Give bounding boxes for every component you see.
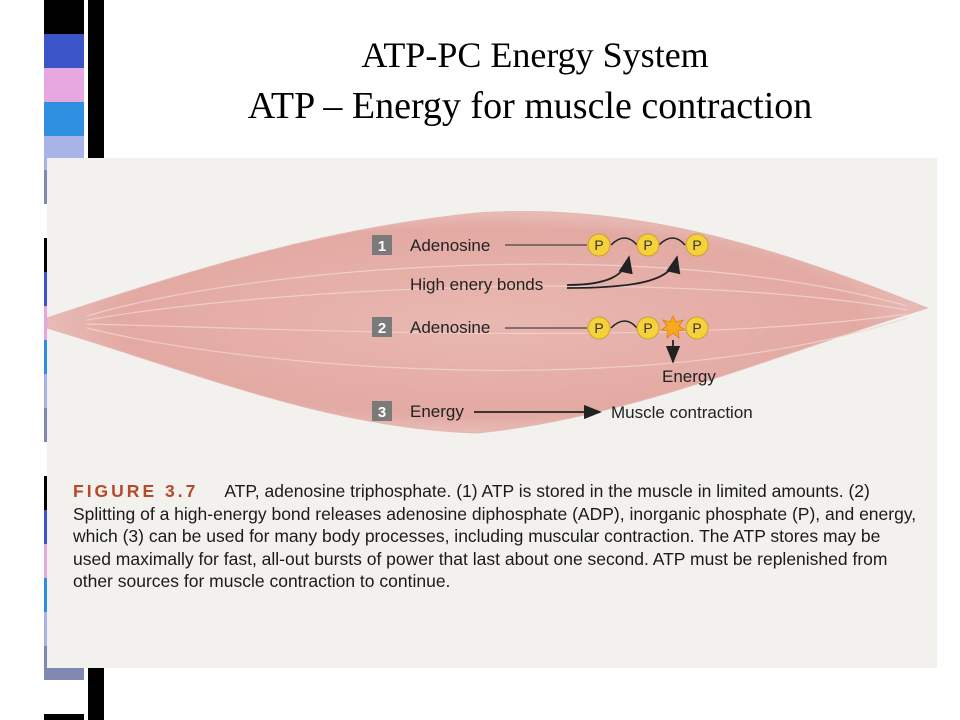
figure-caption-text: ATP, adenosine triphosphate. (1) ATP is … [73,481,917,591]
phosphate-2a-label: P [594,320,603,336]
bond-break-burst-icon [659,315,687,339]
bond-arrow-1 [566,255,633,286]
phosphate-1b [636,233,660,257]
step-2-number: 2 [378,320,386,337]
step-3-energy-label: Energy [410,402,464,421]
phosphate-1b-label: P [643,237,652,253]
phosphate-group-step-2: P P P [587,316,709,340]
slide-subtitle: ATP – Energy for muscle contraction [247,85,813,127]
phosphate-2c [685,316,709,340]
phosphate-2b-label: P [643,320,652,336]
atp-diagram: 1 Adenosine P P P High enery bonds 2 Ade… [47,210,929,434]
stripe-block [44,102,84,136]
step-2-adenosine-label: Adenosine [410,318,490,337]
stripe-block [44,0,84,34]
figure-number-label: FIGURE 3.7 [73,481,199,501]
step-3-number: 3 [378,404,386,421]
phosphate-1c [685,233,709,257]
muscle-fibers [86,263,908,371]
high-energy-bonds-label: High enery bonds [410,275,543,294]
phosphate-2c-label: P [692,320,701,336]
stripe-block [44,714,84,720]
stripe-block [44,680,84,714]
textbook-figure: 1 Adenosine P P P High enery bonds 2 Ade… [47,158,937,668]
step-1-number: 1 [378,238,386,255]
phosphate-2a [587,316,611,340]
step-2-box [372,317,392,337]
phosphate-1c-label: P [692,237,701,253]
phosphate-group-step-1: P P P [587,233,709,257]
slide-title: ATP-PC Energy System [361,35,709,75]
phosphate-1a-label: P [594,237,603,253]
phosphate-2b [636,316,660,340]
bond-arrow-2 [566,255,681,289]
muscle-contraction-label: Muscle contraction [611,403,753,422]
stripe-block [44,34,84,68]
energy-released-label: Energy [662,367,716,386]
muscle-shape [47,210,929,434]
step-1-adenosine-label: Adenosine [410,236,490,255]
phosphate-1a [587,233,611,257]
step-3-box [372,401,392,421]
stripe-block [44,68,84,102]
step-1-box [372,235,392,255]
